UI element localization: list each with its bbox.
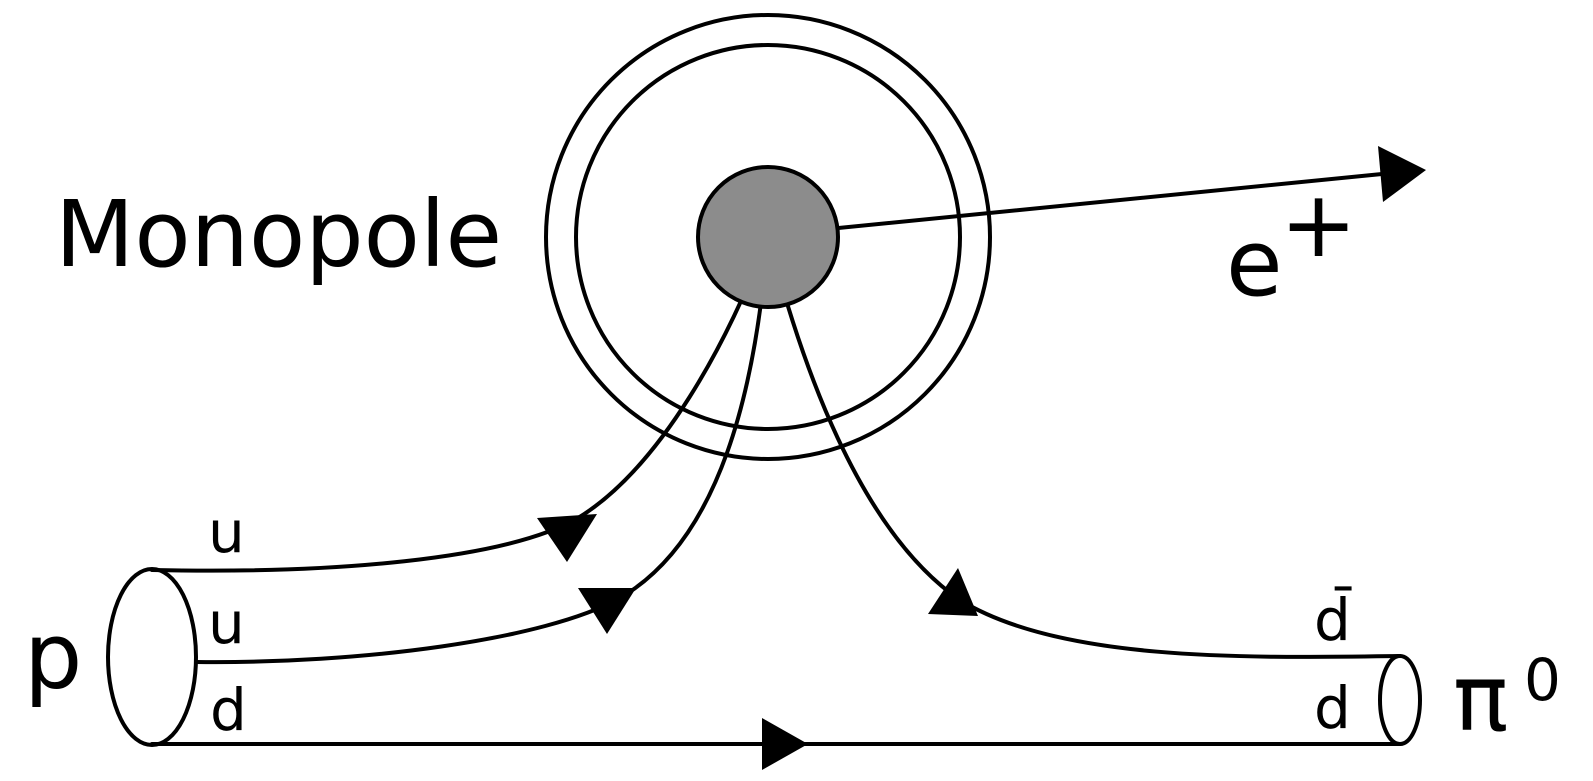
quark-line-u-top-arrow — [537, 514, 597, 562]
quark-line-d-spectator-arrow — [762, 718, 808, 770]
quark-line-u-middle — [194, 233, 770, 665]
quark-line-dbar — [766, 233, 1402, 659]
positron-label: e — [1226, 210, 1283, 317]
quark-line-dbar-arrow — [928, 568, 978, 616]
positron-line — [766, 171, 1394, 237]
pion-charge-label: 0 — [1524, 646, 1561, 714]
quark-label-u-middle: u — [208, 589, 245, 657]
monopole-outer-ring — [544, 13, 992, 461]
quark-label-d-proton: d — [210, 676, 247, 744]
proton-tube-end — [106, 567, 198, 747]
proton-label: p — [24, 603, 82, 710]
monopole-core — [696, 165, 840, 309]
pion-label: π — [1453, 645, 1508, 752]
positron-charge-label: + — [1280, 171, 1357, 278]
quark-label-d-pion: d — [1314, 674, 1351, 742]
monopole-label: Monopole — [55, 181, 502, 288]
quark-line-u-middle-arrow — [578, 588, 636, 634]
pion-tube-end — [1378, 654, 1422, 746]
quark-label-dbar-pion: d̄ — [1314, 584, 1352, 654]
monopole-inner-ring — [574, 43, 962, 431]
positron-arrowhead — [1378, 146, 1426, 202]
quark-label-u-top: u — [208, 498, 245, 566]
